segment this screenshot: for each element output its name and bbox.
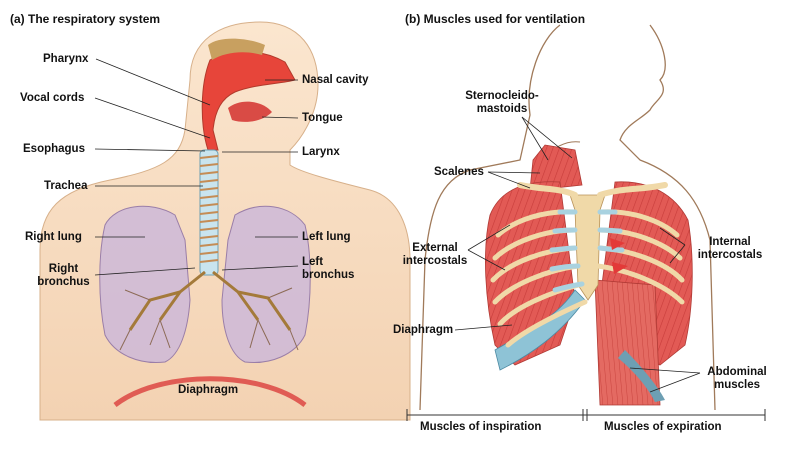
panel-b-body bbox=[419, 24, 716, 411]
label-int-line2: intercostals bbox=[697, 249, 763, 261]
label-ext-line2: intercostals bbox=[402, 255, 468, 267]
label-left-bronchus-line1: Left bbox=[302, 256, 324, 268]
label-sterno-line2: mastoids bbox=[476, 103, 528, 115]
label-sterno-line1: Sternocleido- bbox=[465, 90, 539, 102]
label-nasal-cavity: Nasal cavity bbox=[302, 74, 369, 86]
label-scalenes: Scalenes bbox=[434, 166, 484, 178]
label-int-line1: Internal bbox=[709, 236, 751, 248]
label-muscles-of-expiration: Muscles of expiration bbox=[604, 421, 722, 433]
panel-a-body bbox=[39, 21, 411, 421]
panel-b-title: (b) Muscles used for ventilation bbox=[405, 12, 586, 26]
label-vocal-cords: Vocal cords bbox=[20, 92, 85, 104]
label-right-bronchus-line1: Right bbox=[48, 263, 79, 275]
label-trachea: Trachea bbox=[44, 180, 88, 192]
label-left-bronchus-line2: bronchus bbox=[302, 269, 355, 281]
label-pharynx: Pharynx bbox=[43, 53, 89, 65]
label-diaphragm-b: Diaphragm bbox=[393, 324, 454, 336]
label-right-bronchus: Right bronchus bbox=[36, 263, 91, 289]
trachea-rings bbox=[199, 149, 219, 276]
panel-b-leader-lines bbox=[454, 116, 701, 393]
label-right-bronchus-line2: bronchus bbox=[37, 276, 90, 288]
label-abd-line1: Abdominal bbox=[707, 366, 767, 378]
label-tongue: Tongue bbox=[302, 112, 343, 124]
label-esophagus: Esophagus bbox=[23, 143, 85, 155]
panel-a-leader-lines bbox=[94, 58, 299, 276]
label-diaphragm-a: Diaphragm bbox=[178, 384, 239, 396]
label-left-bronchus: Left bronchus bbox=[302, 256, 354, 282]
panel-a-title: (a) The respiratory system bbox=[10, 12, 161, 26]
label-right-lung: Right lung bbox=[25, 231, 82, 243]
label-larynx: Larynx bbox=[302, 146, 340, 158]
label-muscles-of-inspiration: Muscles of inspiration bbox=[420, 421, 542, 433]
label-abd-line2: muscles bbox=[713, 379, 761, 391]
phase-bracket bbox=[406, 409, 766, 421]
label-sternocleidomastoids: Sternocleido- mastoids bbox=[452, 90, 552, 116]
label-abdominal-muscles: Abdominal muscles bbox=[702, 366, 772, 392]
label-ext-line1: External bbox=[412, 242, 458, 254]
label-left-lung: Left lung bbox=[302, 231, 351, 243]
label-external-intercostals: External intercostals bbox=[400, 242, 470, 268]
label-internal-intercostals: Internal intercostals bbox=[690, 236, 770, 262]
